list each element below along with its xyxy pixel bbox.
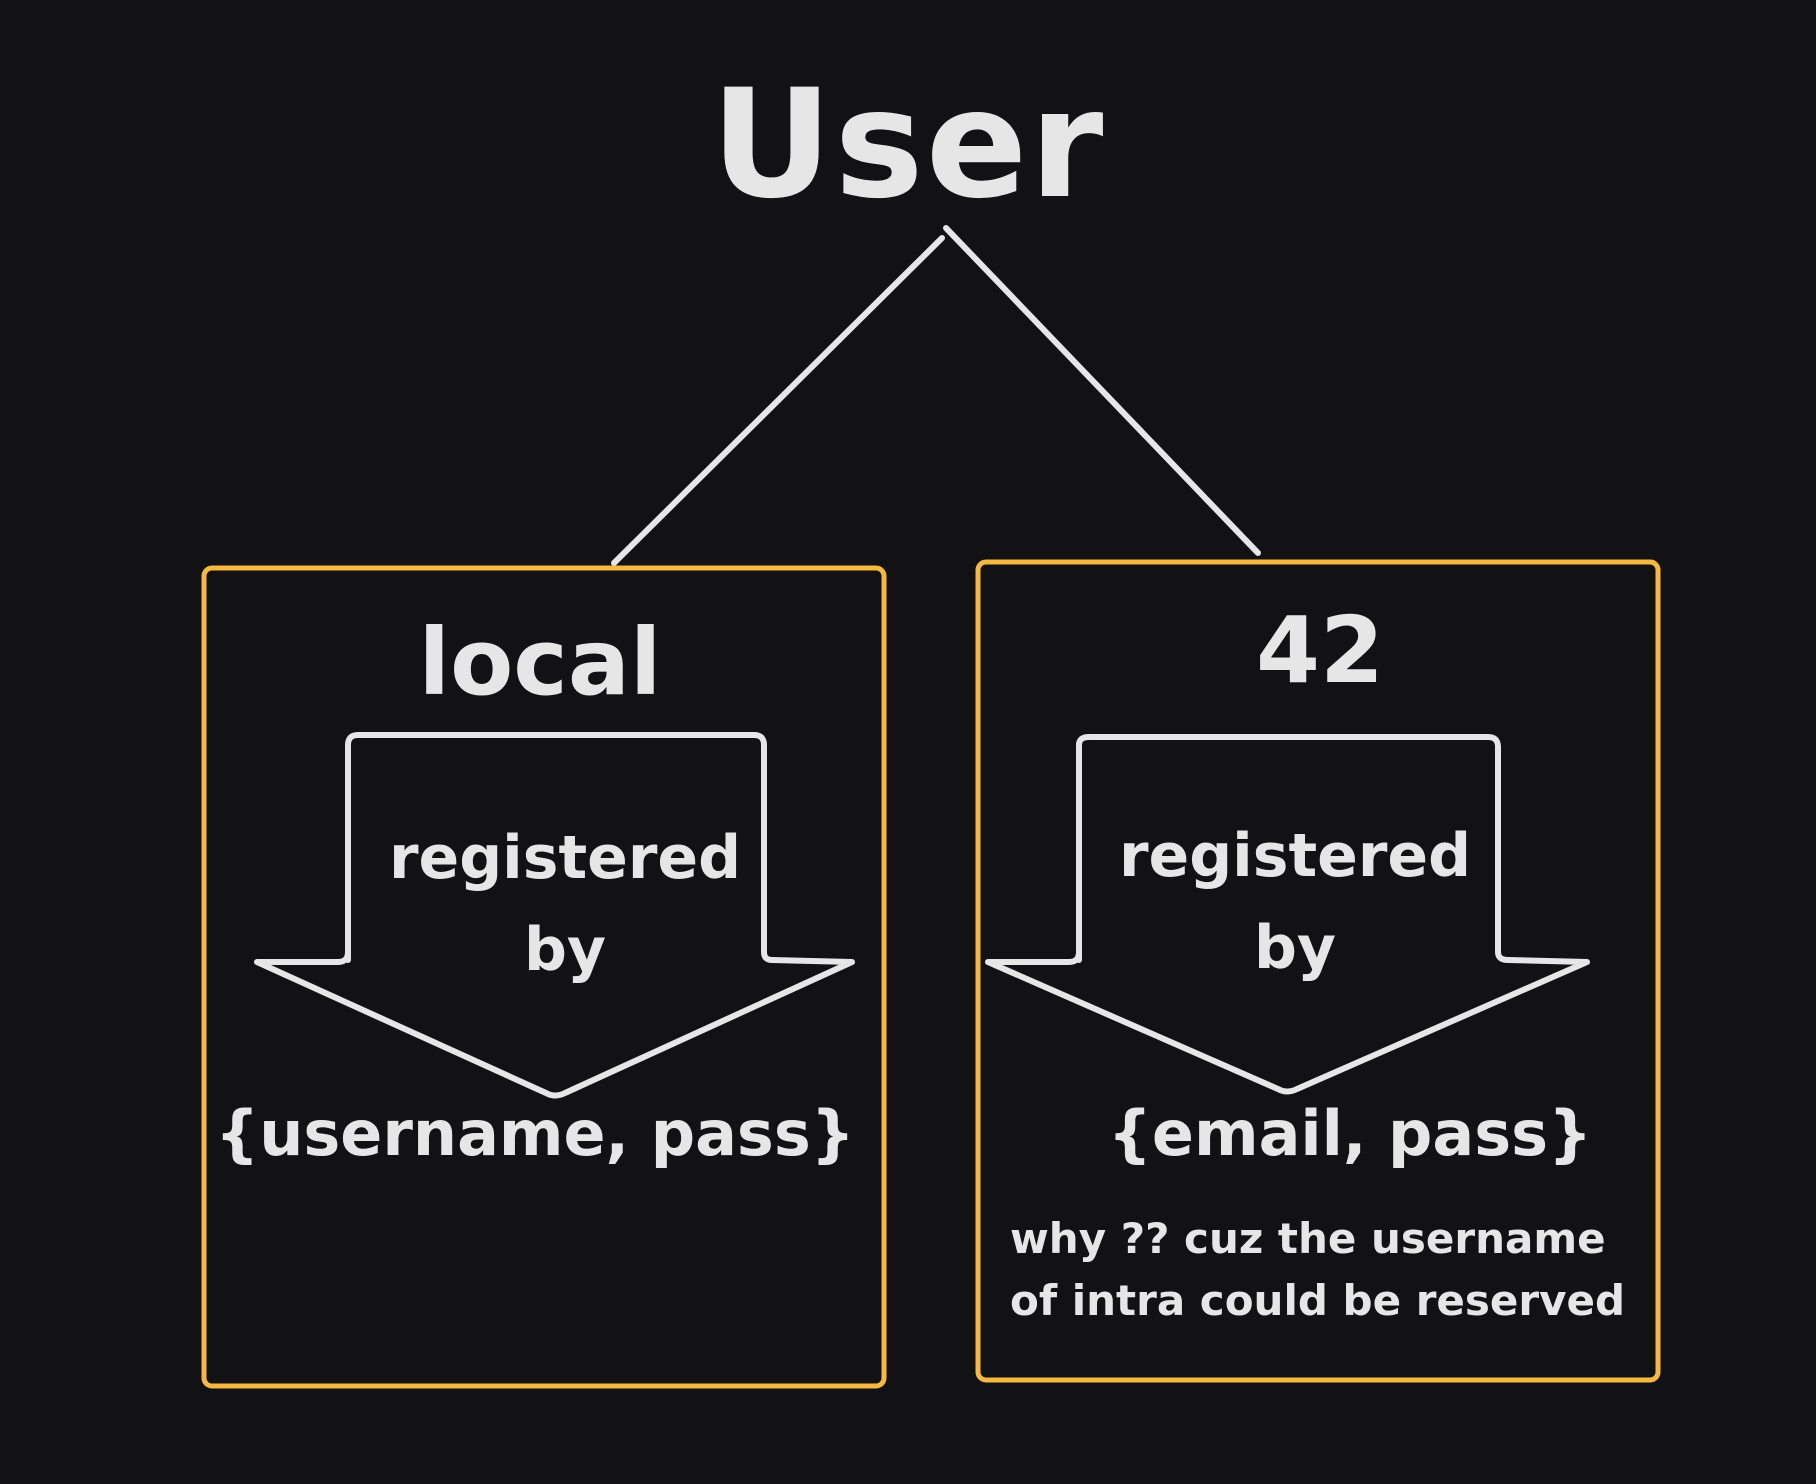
local-box [201,565,887,1389]
intra-credentials-text: {email, pass} [1107,1097,1593,1170]
local-arrow-shape [254,732,855,1099]
intra-arrow-label: registered by [1118,821,1472,983]
connector-left-line [611,235,945,566]
local-box-title: local [418,609,662,716]
intra-box-title: 42 [1255,597,1385,704]
intra-note-text: why ?? cuz the username of intra could b… [1010,1214,1626,1325]
user-title: User [710,58,1106,232]
local-credentials-text: {username, pass} [215,1097,855,1170]
connector-lines [611,225,1261,566]
intra-arrow-shape [985,734,1590,1095]
intra-box [975,559,1661,1383]
local-arrow-label: registered by [388,823,742,985]
connector-right-line [943,225,1261,556]
